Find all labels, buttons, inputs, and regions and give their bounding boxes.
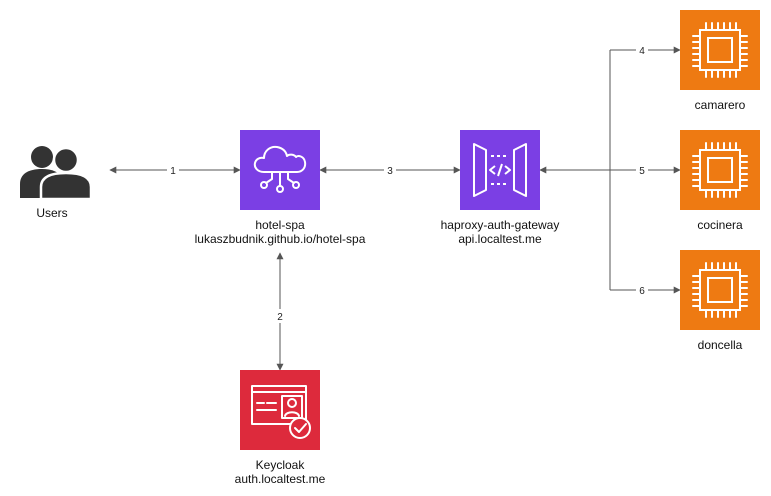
edge-5: 5	[610, 163, 681, 177]
edge-6: 6	[610, 283, 681, 297]
users-icon	[20, 146, 93, 200]
edge-5-label: 5	[639, 166, 645, 177]
chip-icon	[680, 250, 760, 330]
doncella-label: doncella	[697, 338, 743, 352]
gateway-tile[interactable]	[460, 130, 540, 210]
doncella-tile[interactable]	[680, 250, 760, 330]
edge-3: 3	[319, 163, 461, 177]
keycloak-url: auth.localtest.me	[234, 472, 326, 486]
hotel-spa-url: lukaszbudnik.github.io/hotel-spa	[194, 232, 366, 246]
hotel-spa-name: hotel-spa	[255, 218, 305, 232]
identity-card-icon	[240, 370, 320, 450]
edge-3-label: 3	[387, 166, 393, 177]
cocinera-label: cocinera	[697, 218, 743, 232]
gateway-label: haproxy-auth-gateway api.localtest.me	[420, 218, 580, 246]
api-gateway-icon	[460, 130, 540, 210]
users-node[interactable]: Users	[10, 140, 94, 230]
cocinera-tile[interactable]	[680, 130, 760, 210]
keycloak-tile[interactable]	[240, 370, 320, 450]
camarero-label: camarero	[694, 98, 746, 112]
gateway-trunk	[539, 50, 611, 290]
edge-2: 2	[274, 252, 286, 371]
edge-1-label: 1	[170, 166, 176, 177]
hotel-spa-label: hotel-spa lukaszbudnik.github.io/hotel-s…	[160, 218, 400, 246]
edge-1: 1	[109, 163, 241, 177]
gateway-url: api.localtest.me	[458, 232, 542, 246]
gateway-name: haproxy-auth-gateway	[440, 218, 560, 232]
hotel-spa-tile[interactable]	[240, 130, 320, 210]
edge-2-label: 2	[277, 312, 283, 323]
camarero-tile[interactable]	[680, 10, 760, 90]
keycloak-name: Keycloak	[255, 458, 305, 472]
users-label: Users	[36, 206, 68, 220]
chip-icon	[680, 10, 760, 90]
keycloak-label: Keycloak auth.localtest.me	[180, 458, 380, 486]
cloud-network-icon	[240, 130, 320, 210]
edge-4-label: 4	[639, 46, 645, 57]
chip-icon	[680, 130, 760, 210]
edge-6-label: 6	[639, 286, 645, 297]
edge-4: 4	[610, 43, 681, 57]
